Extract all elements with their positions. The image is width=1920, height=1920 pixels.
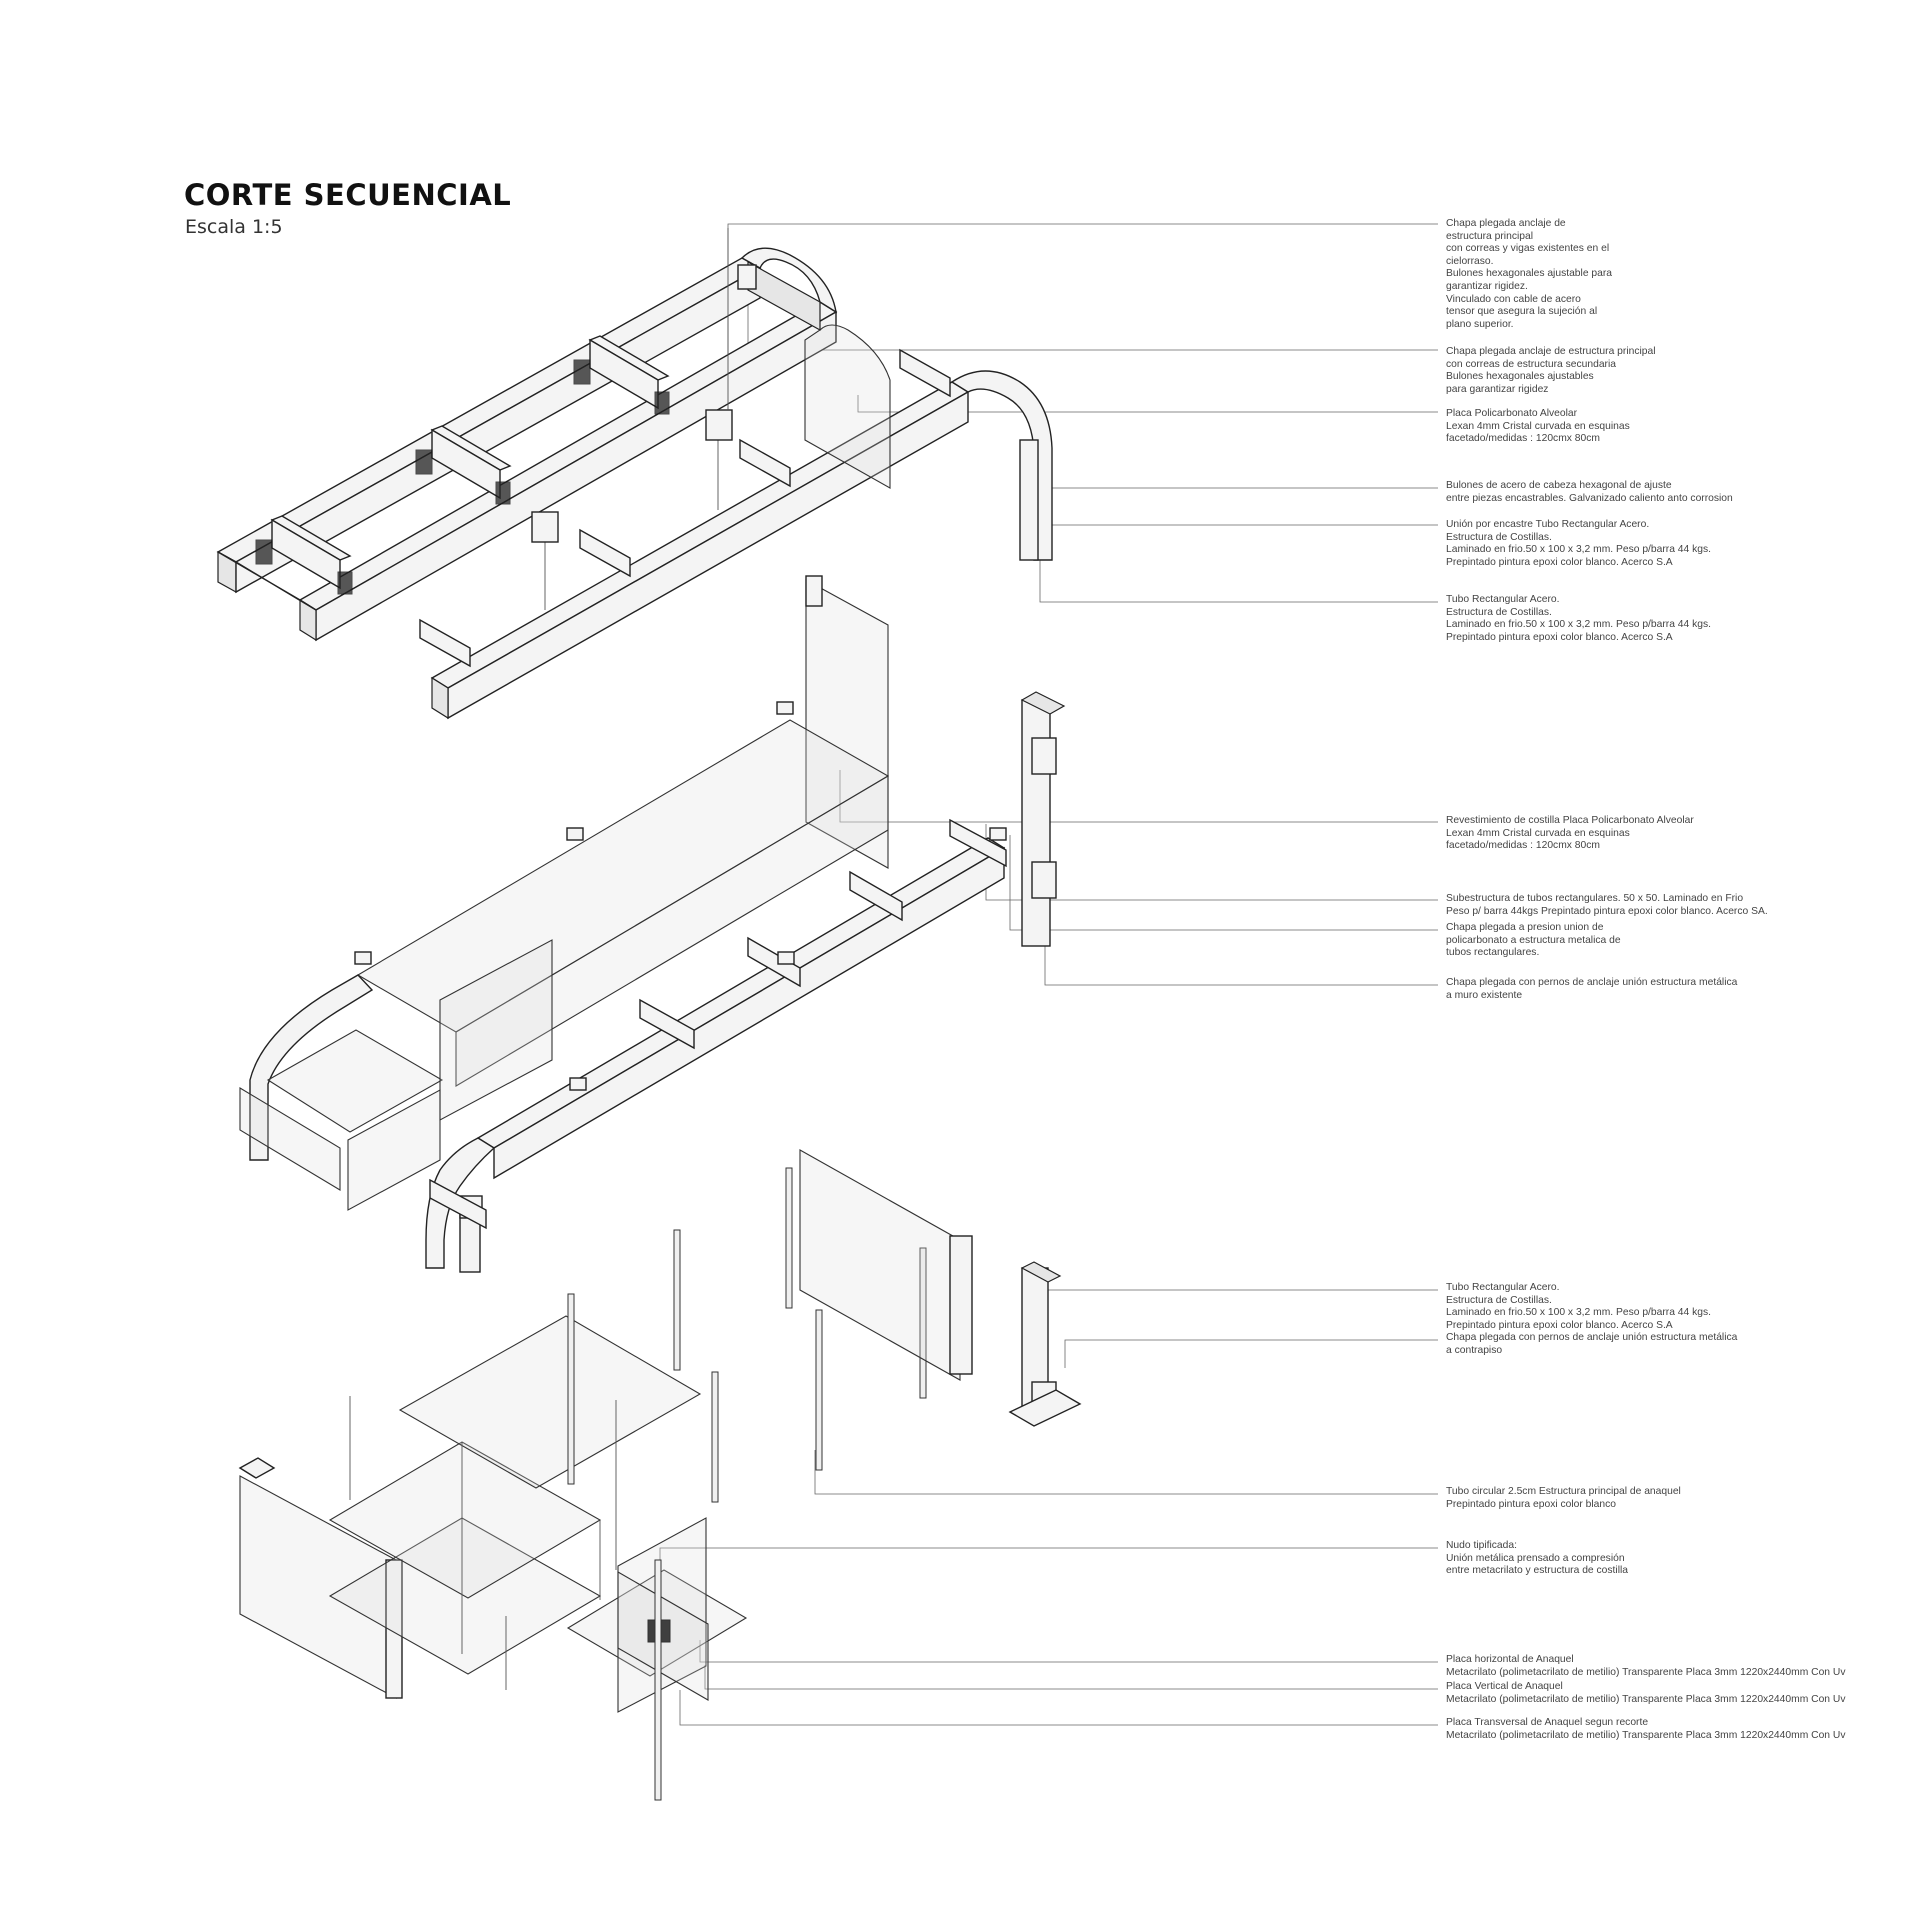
annotation-secondary-anchor: Chapa plegada anclaje de estructura prin…	[1446, 346, 1656, 395]
ceiling-structure-assembly	[216, 228, 1053, 720]
annotation-ceiling-anchor: Chapa plegada anclaje de estructura prin…	[1446, 218, 1613, 330]
rib-and-polycarbonate-assembly	[239, 575, 1066, 1273]
shelf-assembly	[238, 1149, 1082, 1801]
annotation-rib-joint: Unión por encastre Tubo Rectangular Acer…	[1446, 519, 1712, 568]
annotation-typical-node: Nudo tipificada: Unión metálica prensado…	[1446, 1540, 1628, 1577]
annotation-circular-tube: Tubo circular 2.5cm Estructura principal…	[1446, 1486, 1681, 1510]
annotation-wall-anchor: Chapa plegada con pernos de anclaje unió…	[1446, 977, 1738, 1001]
annotation-floor-anchor: Chapa plegada con pernos de anclaje unió…	[1446, 1332, 1738, 1356]
annotation-pressure-clip: Chapa plegada a presion union de policar…	[1446, 922, 1621, 959]
annotation-hex-bolts: Bulones de acero de cabeza hexagonal de …	[1446, 480, 1733, 504]
annotation-rectangular-tube: Tubo Rectangular Acero. Estructura de Co…	[1446, 594, 1712, 643]
annotation-transversal-plate: Placa Transversal de Anaquel segun recor…	[1446, 1717, 1846, 1741]
scale-label: Escala 1:5	[185, 216, 283, 238]
annotation-rib-cladding: Revestimiento de costilla Placa Policarb…	[1446, 815, 1694, 852]
annotation-polycarbonate-plate: Placa Policarbonato Alveolar Lexan 4mm C…	[1446, 408, 1630, 445]
annotation-vertical-plate: Placa Vertical de Anaquel Metacrilato (p…	[1446, 1681, 1846, 1705]
page-title: CORTE SECUENCIAL	[184, 178, 512, 212]
annotation-horizontal-plate: Placa horizontal de Anaquel Metacrilato …	[1446, 1654, 1846, 1678]
annotation-rectangular-tube-2: Tubo Rectangular Acero. Estructura de Co…	[1446, 1282, 1712, 1331]
annotation-substructure: Subestructura de tubos rectangulares. 50…	[1446, 893, 1768, 917]
